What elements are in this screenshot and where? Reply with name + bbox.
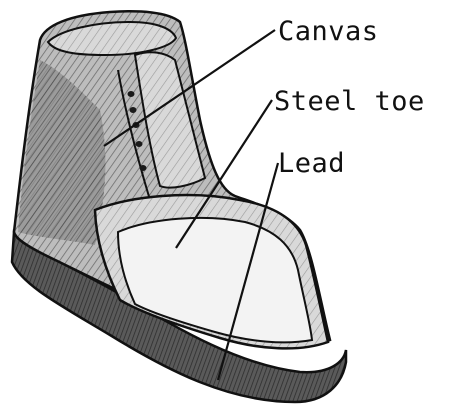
label-steel-toe: Steel toe [274, 88, 425, 115]
label-canvas: Canvas [278, 18, 379, 45]
label-lead: Lead [278, 150, 345, 177]
